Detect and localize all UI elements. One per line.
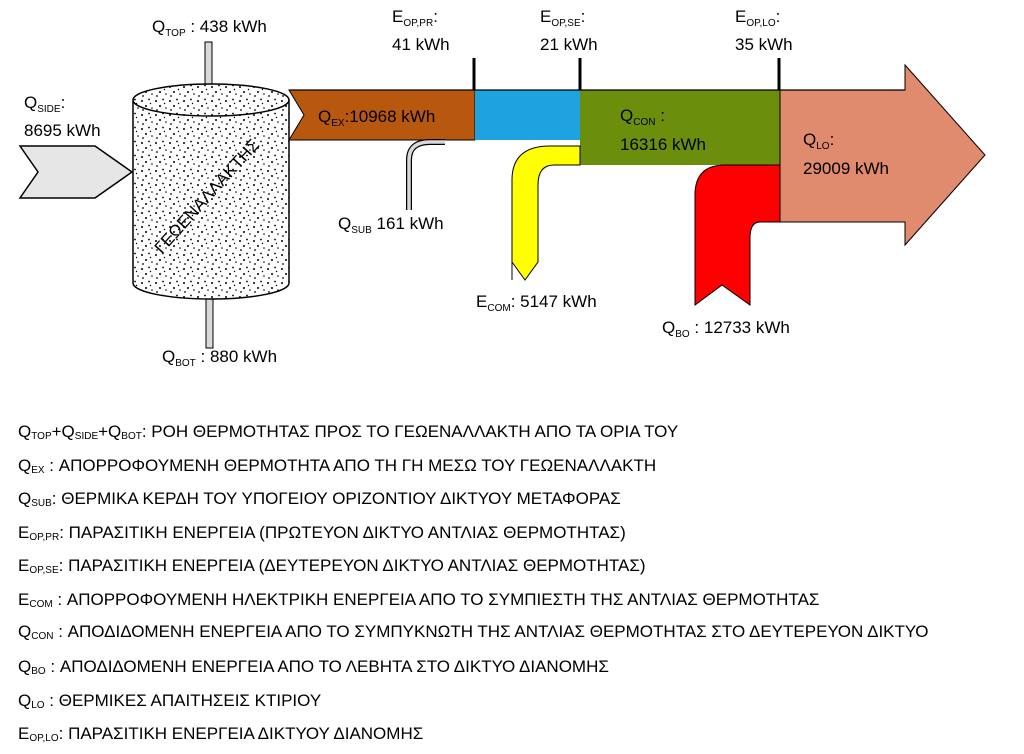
legend-symbol: E: [18, 556, 30, 575]
legend-symbol: Q: [18, 455, 32, 475]
legend-description: : ΑΠΟΔΙΔΟΜΕΝΗ ΕΝΕΡΓΕΙΑ ΑΠΟ ΤΟ ΛΕΒΗΤΑ ΣΤΟ…: [45, 657, 609, 676]
legend-row: QTOP+QSIDE+QBOT: ΡΟΗ ΘΕΡΜΟΤΗΤΑΣ ΠΡΟΣ ΤΟ …: [18, 418, 1018, 452]
q-bo-label: QBO : 12733 kWh: [662, 318, 790, 340]
legend-row: QLO : ΘΕΡΜΙΚΕΣ ΑΠΑΙΤΗΣΕΙΣ ΚΤΙΡΙΟΥ: [18, 687, 1018, 721]
q-lo-value: 29009 kWh: [803, 159, 889, 178]
legend-subscript: SUB: [31, 498, 52, 509]
legend-subscript: BO: [31, 666, 46, 677]
e-op-se-label: EOP,SE:: [540, 7, 585, 29]
legend-subscript: LO: [31, 699, 45, 711]
q-sub-label: QSUB 161 kWh: [338, 214, 444, 236]
q-con-value: 16316 kWh: [620, 135, 706, 154]
e-op-pr-value: 41 kWh: [392, 35, 450, 54]
q-side-label: QSIDE:: [24, 93, 65, 115]
q-lo-label: QLO:: [803, 130, 834, 152]
e-op-pr-band: [475, 90, 580, 140]
legend-description: : ΠΑΡΑΣΙΤΙΚΗ ΕΝΕΡΓΕΙΑ (ΠΡΩΤΕΥΟΝ ΔΙΚΤΥΟ Α…: [59, 522, 626, 542]
legend-description: : ΑΠΟΔΙΔΟΜΕΝΗ ΕΝΕΡΓΕΙΑ ΑΠΟ ΤΟ ΣΥΜΠΥΚΝΩΤΗ…: [53, 622, 929, 641]
energy-flow-diagram: ΓΕΩΕΝΑΛΛΑΚΤΗΣ QTOP : 438 kWh QSIDE: 8695…: [18, 7, 986, 369]
legend-description: : ΑΠΟΡΡΟΦΟΥΜΕΝΗ ΗΛΕΚΤΡΙΚΗ ΕΝΕΡΓΕΙΑ ΑΠΟ Τ…: [52, 589, 820, 609]
legend-symbol: +Q: [98, 422, 122, 441]
e-com-label: ECOM: 5147 kWh: [476, 292, 597, 314]
q-bot-label: QBOT : 880 kWh: [162, 347, 277, 369]
main-flow-band: [288, 63, 986, 306]
legend-description: : ΘΕΡΜΙΚΑ ΚΕΡΔΗ ΤΟΥ ΥΠΟΓΕΙΟΥ ΟΡΙΖΟΝΤΙΟΥ …: [51, 489, 621, 508]
legend-description: : ΠΑΡΑΣΙΤΙΚΗ ΕΝΕΡΓΕΙΑ ΔΙΚΤΥΟΥ ΔΙΑΝΟΜΗΣ: [58, 724, 424, 743]
legend-description: : ΘΕΡΜΙΚΕΣ ΑΠΑΙΤΗΣΕΙΣ ΚΤΙΡΙΟΥ: [44, 690, 322, 710]
legend-symbol: Q: [18, 622, 32, 641]
legend-subscript: SIDE: [74, 431, 99, 442]
legend-row: QBO : ΑΠΟΔΙΔΟΜΕΝΗ ΕΝΕΡΓΕΙΑ ΑΠΟ ΤΟ ΛΕΒΗΤΑ…: [18, 653, 1018, 687]
legend-row: EOP,LO: ΠΑΡΑΣΙΤΙΚΗ ΕΝΕΡΓΕΙΑ ΔΙΚΤΥΟΥ ΔΙΑΝ…: [18, 720, 1018, 754]
q-side-arrow: [18, 145, 134, 199]
legend-symbol: E: [18, 522, 30, 542]
legend-subscript: CON: [31, 631, 54, 642]
legend-description: : ΠΑΡΑΣΙΤΙΚΗ ΕΝΕΡΓΕΙΑ (ΔΕΥΤΕΡΕΥΟΝ ΔΙΚΤΥΟ…: [58, 556, 646, 575]
q-con-band: [580, 90, 780, 165]
legend-subscript: OP,LO: [29, 733, 59, 744]
q-top-label: QTOP : 438 kWh: [152, 17, 267, 39]
legend-row: EOP,PR: ΠΑΡΑΣΙΤΙΚΗ ΕΝΕΡΓΕΙΑ (ΠΡΩΤΕΥΟΝ ΔΙ…: [18, 519, 1018, 553]
legend-row: QSUB: ΘΕΡΜΙΚΑ ΚΕΡΔΗ ΤΟΥ ΥΠΟΓΕΙΟΥ ΟΡΙΖΟΝΤ…: [18, 485, 1018, 519]
legend-row: QCON : ΑΠΟΔΙΔΟΜΕΝΗ ΕΝΕΡΓΕΙΑ ΑΠΟ ΤΟ ΣΥΜΠΥ…: [18, 619, 1018, 649]
q-side-value: 8695 kWh: [24, 121, 101, 140]
legend-symbol: Q: [18, 690, 32, 710]
e-op-lo-label: EOP,LO:: [735, 7, 780, 29]
legend-symbol: Q: [18, 657, 32, 676]
q-bo-flow: [694, 164, 781, 306]
e-op-pr-label: EOP,PR:: [392, 7, 438, 29]
e-op-lo-value: 35 kWh: [735, 35, 793, 54]
legend-symbol: Q: [18, 489, 32, 508]
q-bot-pipe: [205, 295, 214, 349]
q-con-label: QCON :: [620, 106, 665, 128]
q-sub-pipe: [406, 139, 445, 210]
q-lo-arrow: [779, 63, 986, 247]
legend-row: ECOM : ΑΠΟΡΡΟΦΟΥΜΕΝΗ ΗΛΕΚΤΡΙΚΗ ΕΝΕΡΓΕΙΑ …: [18, 586, 1018, 620]
legend-description: : ΑΠΟΡΡΟΦΟΥΜΕΝΗ ΘΕΡΜΟΤΗΤΑ ΑΠΟ ΤΗ ΓΗ ΜΕΣΩ…: [44, 455, 657, 475]
ground-heat-exchanger: [132, 83, 290, 300]
q-ex-label: QEX:10968 kWh: [318, 107, 435, 129]
legend-symbol: +Q: [51, 422, 75, 441]
legend: QTOP+QSIDE+QBOT: ΡΟΗ ΘΕΡΜΟΤΗΤΑΣ ΠΡΟΣ ΤΟ …: [18, 418, 1018, 754]
e-com-flow: [511, 145, 581, 281]
legend-subscript: TOP: [31, 431, 52, 442]
legend-subscript: OP,SE: [29, 565, 59, 576]
legend-subscript: BOT: [121, 431, 142, 442]
e-op-se-value: 21 kWh: [540, 35, 598, 54]
legend-symbol: Q: [18, 422, 32, 441]
legend-subscript: COM: [29, 598, 53, 610]
legend-row: EOP,SE: ΠΑΡΑΣΙΤΙΚΗ ΕΝΕΡΓΕΙΑ (ΔΕΥΤΕΡΕΥΟΝ …: [18, 552, 1018, 586]
legend-subscript: EX: [31, 464, 45, 476]
legend-description: : ΡΟΗ ΘΕΡΜΟΤΗΤΑΣ ΠΡΟΣ ΤΟ ΓΕΩΕΝΑΛΛΑΚΤΗ ΑΠ…: [141, 422, 679, 441]
legend-symbol: E: [18, 724, 30, 743]
legend-subscript: OP,PR: [29, 531, 60, 543]
legend-row: QEX : ΑΠΟΡΡΟΦΟΥΜΕΝΗ ΘΕΡΜΟΤΗΤΑ ΑΠΟ ΤΗ ΓΗ …: [18, 452, 1018, 486]
legend-symbol: E: [18, 589, 30, 609]
